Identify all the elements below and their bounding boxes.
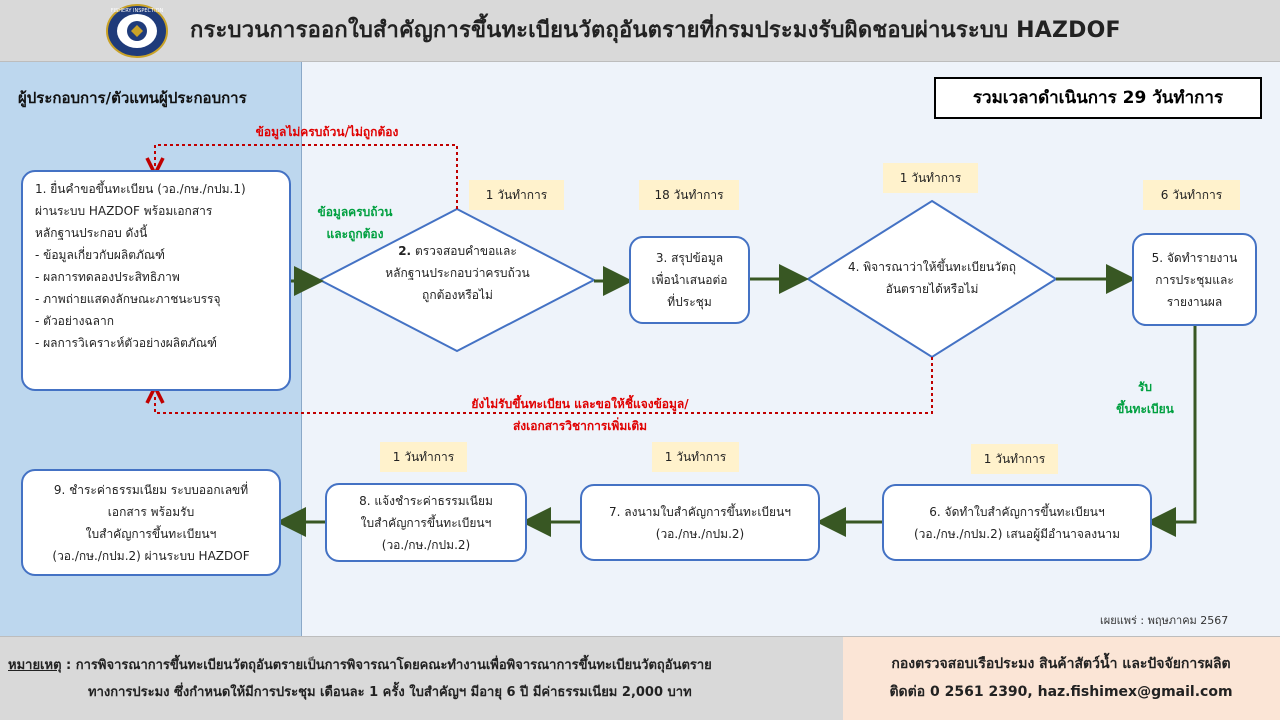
note-complete-line: และถูกต้อง — [326, 227, 384, 241]
step6-line: 6. จัดทำใบสำคัญการขึ้นทะเบียนฯ — [929, 504, 1105, 519]
note-accepted-line: ขึ้นทะเบียน — [1116, 402, 1174, 416]
step3-line: เพื่อนำเสนอต่อ — [651, 273, 728, 287]
step9-line: เอกสาร พร้อมรับ — [107, 504, 195, 519]
duration-step7: 1 วันทำการ — [652, 442, 739, 472]
step2-number: 2. — [398, 244, 412, 258]
step4-line: อันตรายได้หรือไม่ — [885, 282, 979, 296]
step6-box: 6. จัดทำใบสำคัญการขึ้นทะเบียนฯ (วอ./กษ./… — [882, 484, 1152, 561]
step8-box: 8. แจ้งชำระค่าธรรมเนียม ใบสำคัญการขึ้นทะ… — [325, 483, 527, 562]
step5-line: 5. จัดทำรายงาน — [1151, 250, 1238, 265]
remark-line1: : การพิจารณาการขึ้นทะเบียนวัตถุอันตรายเป… — [61, 658, 712, 673]
step8-line: (วอ./กษ./กปม.2) — [381, 537, 471, 552]
published-date: เผยแพร่ : พฤษภาคม 2567 — [1100, 614, 1229, 627]
total-time-box: รวมเวลาดำเนินการ 29 วันทำการ — [934, 77, 1262, 119]
contact-info: กองตรวจสอบเรือประมง สินค้าสัตว์น้ำ และปั… — [848, 650, 1274, 706]
step5-box: 5. จัดทำรายงาน การประชุมและ รายงานผล — [1132, 233, 1257, 326]
left-panel-title: ผู้ประกอบการ/ตัวแทนผู้ประกอบการ — [18, 89, 247, 107]
step9-box: 9. ชำระค่าธรรมเนียม ระบบออกเลขที่ เอกสาร… — [21, 469, 281, 576]
step1-line: - ตัวอย่างฉลาก — [35, 314, 115, 328]
note-complete: ข้อมูลครบถ้วน และถูกต้อง — [305, 201, 405, 245]
note-incomplete: ข้อมูลไม่ครบถ้วน/ไม่ถูกต้อง — [255, 125, 399, 139]
step9-line: ใบสำคัญการขึ้นทะเบียนฯ — [85, 526, 217, 541]
step3-line: 3. สรุปข้อมูล — [655, 251, 724, 265]
note-rejected-line: ส่งเอกสารวิชาการเพิ่มเติม — [512, 419, 648, 433]
step1-line: - ภาพถ่ายแสดงลักษณะภาชนะบรรจุ — [35, 292, 221, 306]
step1-line: - ข้อมูลเกี่ยวกับผลิตภัณฑ์ — [35, 248, 166, 262]
step5-line: รายงานผล — [1166, 294, 1223, 309]
note-accepted-line: รับ — [1137, 380, 1153, 394]
duration-step5: 6 วันทำการ — [1143, 180, 1240, 210]
step8-line: 8. แจ้งชำระค่าธรรมเนียม — [359, 493, 493, 508]
decision-diamond-step2 — [317, 207, 597, 353]
remark-note: หมายเหตุ : การพิจารณาการขึ้นทะเบียนวัตถุ… — [8, 652, 838, 706]
note-accepted: รับ ขึ้นทะเบียน — [1105, 376, 1185, 420]
svg-text:FISHERY INSPECTION: FISHERY INSPECTION — [111, 8, 164, 14]
step1-line: 1. ยื่นคำขอขึ้นทะเบียน (วอ./กษ./กปม.1) — [35, 182, 246, 196]
footer-contact-panel — [843, 636, 1280, 720]
step6-line: (วอ./กษ./กปม.2) เสนอผู้มีอำนาจลงนาม — [913, 526, 1120, 541]
step7-line: (วอ./กษ./กปม.2) — [655, 526, 745, 541]
page-title: กระบวนการออกใบสำคัญการขึ้นทะเบียนวัตถุอั… — [190, 18, 1121, 43]
duration-step2: 1 วันทำการ — [469, 180, 564, 210]
step5-line: การประชุมและ — [1155, 272, 1234, 287]
step4-line: 4. พิจารณาว่าให้ขึ้นทะเบียนวัตถุ — [847, 260, 1017, 274]
step2-line: ตรวจสอบคำขอและ — [414, 244, 517, 258]
step9-line: (วอ./กษ./กปม.2) ผ่านระบบ HAZDOF — [52, 548, 250, 563]
note-rejected-line: ยังไม่รับขึ้นทะเบียน และขอให้ชี้แจงข้อมู… — [471, 397, 689, 411]
duration-step3: 18 วันทำการ — [639, 180, 739, 210]
note-rejected: ยังไม่รับขึ้นทะเบียน และขอให้ชี้แจงข้อมู… — [430, 393, 730, 437]
step2-line: ถูกต้องหรือไม่ — [422, 288, 493, 302]
step1-line: ผ่านระบบ HAZDOF พร้อมเอกสาร — [35, 204, 213, 218]
step2-text: 2. ตรวจสอบคำขอและ หลักฐานประกอบว่าครบถ้ว… — [360, 240, 555, 306]
duration-step6: 1 วันทำการ — [971, 444, 1058, 474]
step4-text: 4. พิจารณาว่าให้ขึ้นทะเบียนวัตถุ อันตราย… — [832, 256, 1032, 300]
step7-line: 7. ลงนามใบสำคัญการขึ้นทะเบียนฯ — [608, 504, 792, 519]
step1-box: 1. ยื่นคำขอขึ้นทะเบียน (วอ./กษ./กปม.1) ผ… — [21, 170, 291, 391]
contact-details: ติดต่อ 0 2561 2390, haz.fishimex@gmail.c… — [889, 684, 1233, 700]
step7-box: 7. ลงนามใบสำคัญการขึ้นทะเบียนฯ (วอ./กษ./… — [580, 484, 820, 561]
contact-org: กองตรวจสอบเรือประมง สินค้าสัตว์น้ำ และปั… — [891, 656, 1231, 672]
department-logo-icon: FISHERY INSPECTION — [106, 4, 168, 58]
step2-line: หลักฐานประกอบว่าครบถ้วน — [385, 266, 530, 280]
note-complete-line: ข้อมูลครบถ้วน — [317, 205, 393, 219]
step8-line: ใบสำคัญการขึ้นทะเบียนฯ — [360, 515, 492, 530]
remark-label: หมายเหตุ — [8, 658, 62, 673]
remark-line2: ทางการประมง ซึ่งกำหนดให้มีการประชุม เดือ… — [88, 685, 692, 700]
step3-box: 3. สรุปข้อมูล เพื่อนำเสนอต่อ ที่ประชุม — [629, 236, 750, 324]
step1-line: หลักฐานประกอบ ดังนี้ — [35, 226, 148, 240]
step1-line: - ผลการวิเคราะห์ตัวอย่างผลิตภัณฑ์ — [35, 336, 217, 350]
step1-line: - ผลการทดลองประสิทธิภาพ — [35, 270, 180, 284]
step3-line: ที่ประชุม — [667, 295, 712, 309]
footer-remark-panel — [0, 636, 843, 720]
header-bar — [0, 0, 1280, 62]
step9-line: 9. ชำระค่าธรรมเนียม ระบบออกเลขที่ — [53, 482, 249, 497]
duration-step8: 1 วันทำการ — [380, 442, 467, 472]
duration-step4: 1 วันทำการ — [883, 163, 978, 193]
